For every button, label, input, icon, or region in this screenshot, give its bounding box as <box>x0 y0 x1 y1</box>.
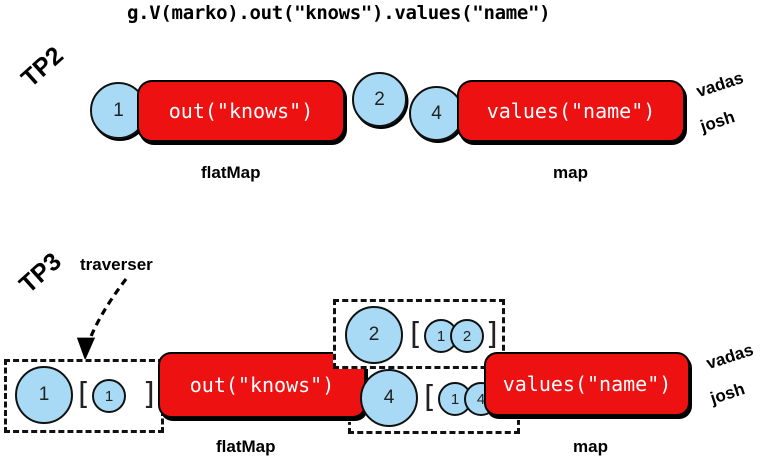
tp2-result-vadas: vadas <box>694 68 746 102</box>
tp2-out-knows-step[interactable]: out("knows") <box>137 80 345 142</box>
tp3-traverser-4-bracket-open: [ <box>424 380 436 415</box>
tp3-traverser-2-bracket-close: ] <box>486 317 498 352</box>
tp3-out-knows-step-label: out("knows") <box>189 373 335 397</box>
traverser-annotation: traverser <box>80 255 153 274</box>
tp3-traverser-1-object: 1 <box>15 366 73 424</box>
tp3-traverser-2-path-2-label: 2 <box>462 327 472 345</box>
tp2-caption-map: map <box>553 163 588 182</box>
tp3-result-vadas: vadas <box>704 340 756 374</box>
tp3-out-knows-step[interactable]: out("knows") <box>158 352 366 418</box>
tp3-traverser-1-object-label: 1 <box>38 384 50 405</box>
tp2-caption-flatmap: flatMap <box>201 163 261 182</box>
tp3-traverser-1-path-1: 1 <box>92 379 126 413</box>
tp3-result-josh: josh <box>708 379 748 409</box>
page-title: g.V(marko).out("knows").values("name") <box>127 2 551 24</box>
tp2-circle-vertex-1-label: 1 <box>113 99 124 121</box>
tp3-traverser-1-bracket-close: ] <box>143 377 155 412</box>
tp3-traverser-1-bracket-open: [ <box>78 377 90 412</box>
tp3-traverser-4-object: 4 <box>360 369 418 427</box>
tp3-traverser-2-object: 2 <box>345 306 403 364</box>
tp2-circle-vertex-2: 2 <box>352 72 407 127</box>
tp3-traverser-2-object-label: 2 <box>368 324 380 345</box>
tp3-traverser-2-path-2: 2 <box>450 319 484 353</box>
tp3-values-name-step[interactable]: values("name") <box>484 352 690 416</box>
tp2-out-knows-step-label: out("knows") <box>168 99 314 123</box>
tp3-traverser-4-path-2-label: 4 <box>476 390 486 408</box>
tp2-result-josh: josh <box>698 107 738 137</box>
tp3-traverser-4-path-1-label: 1 <box>450 390 460 408</box>
tp3-caption-flatmap: flatMap <box>216 437 276 456</box>
tp2-values-name-step[interactable]: values("name") <box>457 80 685 142</box>
tp3-traverser-4-object-label: 4 <box>383 387 395 408</box>
tp3-traverser-2-path-1-label: 1 <box>436 327 446 345</box>
tp2-circle-vertex-4-label: 4 <box>431 102 442 124</box>
row-label-tp3: TP3 <box>14 247 67 299</box>
tp2-circle-vertex-4: 4 <box>409 86 464 141</box>
tp2-circle-vertex-2-label: 2 <box>374 88 385 110</box>
tp3-traverser-2-bracket-open: [ <box>410 317 422 352</box>
tp3-traverser-1-path-1-label: 1 <box>104 387 114 405</box>
tp3-caption-map: map <box>573 437 608 456</box>
row-label-tp2: TP2 <box>16 41 69 93</box>
tp3-values-name-step-label: values("name") <box>502 372 672 396</box>
tp2-values-name-step-label: values("name") <box>486 99 656 123</box>
